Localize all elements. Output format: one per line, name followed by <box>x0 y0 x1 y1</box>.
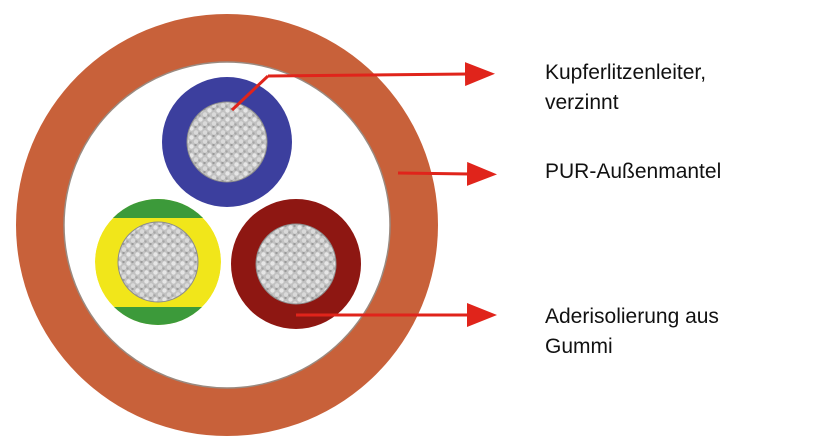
core-insulation-label: Aderisolierung aus Gummi <box>545 305 719 358</box>
core-earth-conductor <box>117 221 199 303</box>
core-red-conductor <box>255 223 337 305</box>
core-blue-conductor <box>186 101 268 183</box>
conductor-label: Kupferlitzenleiter, verzinnt <box>545 61 707 114</box>
jacket-pointer <box>397 161 497 186</box>
outer-jacket-label: PUR-Außenmantel <box>545 160 722 183</box>
conductor-pointer <box>230 62 495 112</box>
